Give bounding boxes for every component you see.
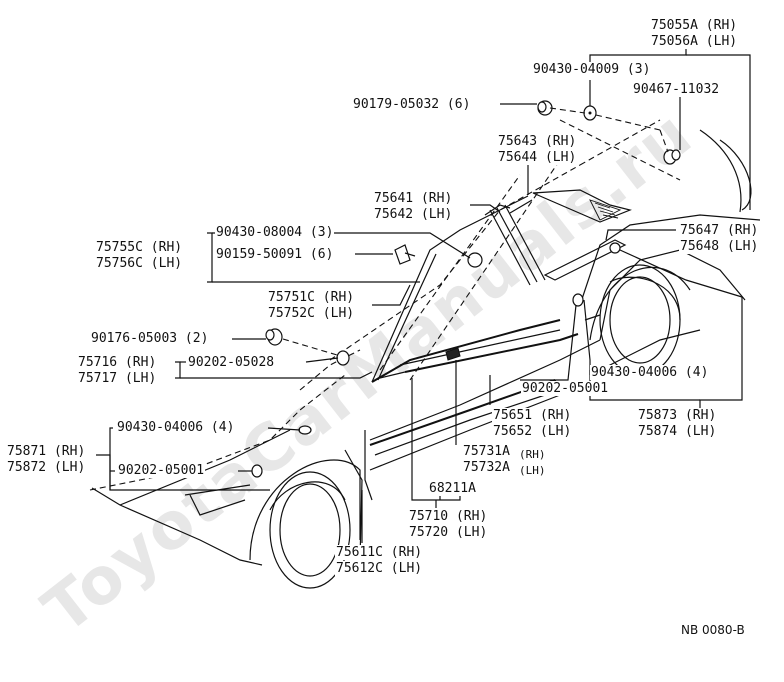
part-label-75056A: 75056A (LH): [650, 34, 739, 49]
part-label-75751C: 75751C (RH): [267, 290, 356, 305]
part-label-75612C: 75612C (LH): [335, 561, 424, 576]
part-label-90179-05032: 90179-05032 (6): [352, 97, 472, 112]
part-label-75874: 75874 (LH): [637, 424, 718, 439]
part-label-90430-04006-left: 90430-04006 (4): [116, 420, 236, 435]
part-label-75647: 75647 (RH): [679, 223, 760, 238]
part-label-68211A: 68211A: [428, 481, 477, 496]
part-label-90176-05003: 90176-05003 (2): [90, 331, 210, 346]
car-body: [89, 119, 761, 566]
part-label-75873: 75873 (RH): [637, 408, 718, 423]
part-label-75652: 75652 (LH): [492, 424, 573, 439]
rear-wheel: [599, 264, 681, 376]
part-label-75716: 75716 (RH): [77, 355, 158, 370]
part-label-75756C: 75756C (LH): [95, 256, 184, 271]
part-label-90202-05001-right: 90202-05001: [521, 381, 610, 396]
fasteners: [251, 100, 681, 478]
part-label-90202-05001-left: 90202-05001: [117, 463, 206, 478]
part-label-90430-04006-right: 90430-04006 (4): [590, 365, 710, 380]
part-label-75752C: 75752C (LH): [267, 306, 356, 321]
part-label-75755C: 75755C (RH): [95, 240, 184, 255]
part-label-75642: 75642 (LH): [373, 207, 454, 222]
part-label-75651: 75651 (RH): [492, 408, 573, 423]
part-label-75644: 75644 (LH): [497, 150, 578, 165]
part-label-75717: 75717 (LH): [77, 371, 158, 386]
part-label-75055A: 75055A (RH): [650, 18, 739, 33]
part-label-90430-08004: 90430-08004 (3): [215, 225, 335, 240]
part-label-75872: 75872 (LH): [6, 460, 87, 475]
part-label-90467-11032: 90467-11032: [632, 82, 721, 97]
part-label-75732A: 75732A: [462, 460, 511, 475]
part-label-75732A-side: (LH): [518, 463, 547, 478]
part-label-90159-50091: 90159-50091 (6): [215, 247, 335, 262]
part-label-90430-04009: 90430-04009 (3): [532, 62, 652, 77]
part-label-75710: 75710 (RH): [408, 509, 489, 524]
part-label-75648: 75648 (LH): [679, 239, 760, 254]
part-label-90202-05028: 90202-05028: [187, 355, 276, 370]
part-label-75641: 75641 (RH): [373, 191, 454, 206]
part-label-75731A-side: (RH): [518, 447, 547, 462]
part-label-75611C: 75611C (RH): [335, 545, 424, 560]
diagram-code: NB 0080-B: [681, 623, 745, 637]
part-label-75643: 75643 (RH): [497, 134, 578, 149]
part-label-75871: 75871 (RH): [6, 444, 87, 459]
part-label-75731A: 75731A: [462, 444, 511, 459]
part-label-75720: 75720 (LH): [408, 525, 489, 540]
front-wheel: [269, 471, 351, 589]
